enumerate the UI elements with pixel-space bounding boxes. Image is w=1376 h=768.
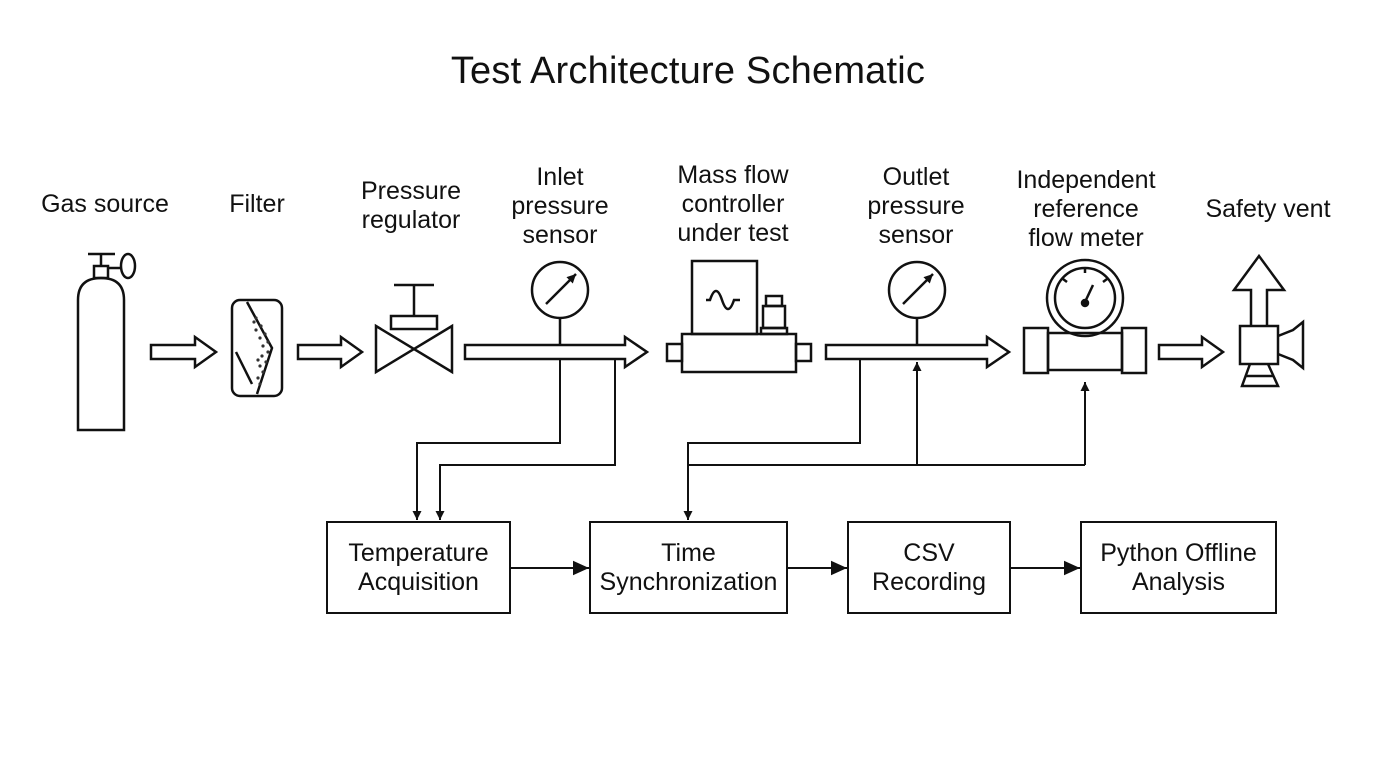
outlet-pipe-arrow — [824, 334, 1012, 370]
inlet-gauge-icon — [530, 260, 590, 345]
label-reference-flow-meter: Independent reference flow meter — [1016, 166, 1156, 252]
label-pressure-regulator: Pressure regulator — [360, 177, 462, 234]
label-safety-vent: Safety vent — [1205, 195, 1331, 223]
filter-icon — [230, 298, 284, 398]
block-time-synchronization: Time Synchronization — [589, 521, 788, 614]
filter-media-icon — [252, 316, 270, 386]
inlet-pipe-arrow — [463, 334, 650, 370]
block-python-offline-analysis: Python Offline Analysis — [1080, 521, 1277, 614]
label-mass-flow-controller: Mass flow controller under test — [677, 161, 789, 247]
mass-flow-controller-icon — [665, 259, 813, 374]
pressure-regulator-icon — [374, 283, 454, 375]
diagram-title: Test Architecture Schematic — [450, 50, 926, 92]
signal-lines — [412, 359, 1090, 576]
gas-cylinder-icon — [76, 252, 137, 432]
flow-arrow-vent — [1157, 334, 1226, 370]
block-temperature-acquisition: Temperature Acquisition — [326, 521, 511, 614]
label-inlet-pressure-sensor: Inlet pressure sensor — [511, 163, 609, 249]
reference-flow-meter-icon — [1022, 258, 1148, 375]
safety-vent-icon — [1231, 253, 1305, 388]
flow-arrow-1 — [149, 334, 219, 370]
label-gas-source: Gas source — [41, 190, 169, 218]
label-outlet-pressure-sensor: Outlet pressure sensor — [867, 163, 965, 249]
outlet-gauge-icon — [887, 260, 947, 345]
block-csv-recording: CSV Recording — [847, 521, 1011, 614]
label-filter: Filter — [229, 190, 285, 218]
flow-arrow-2 — [296, 334, 365, 370]
